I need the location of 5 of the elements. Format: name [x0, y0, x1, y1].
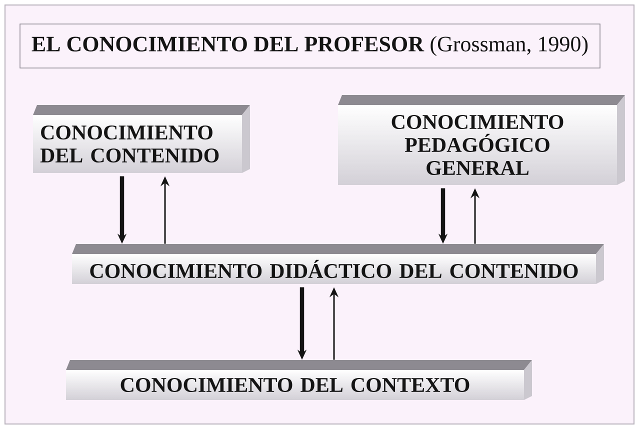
process-box: CONOCIMIENTO DIDÁCTICO DEL CONTENIDO — [72, 244, 604, 284]
process-box: CONOCIMIENTO PEDAGÓGICO GENERAL — [338, 95, 625, 185]
process-box: CONOCIMIENTO DEL CONTEXTO — [66, 360, 532, 400]
process-box: CONOCIMIENTO DEL CONTENIDO — [33, 105, 250, 173]
title-box: EL CONOCIMIENTO DEL PROFESOR (Grossman, 1990) — [20, 24, 600, 68]
